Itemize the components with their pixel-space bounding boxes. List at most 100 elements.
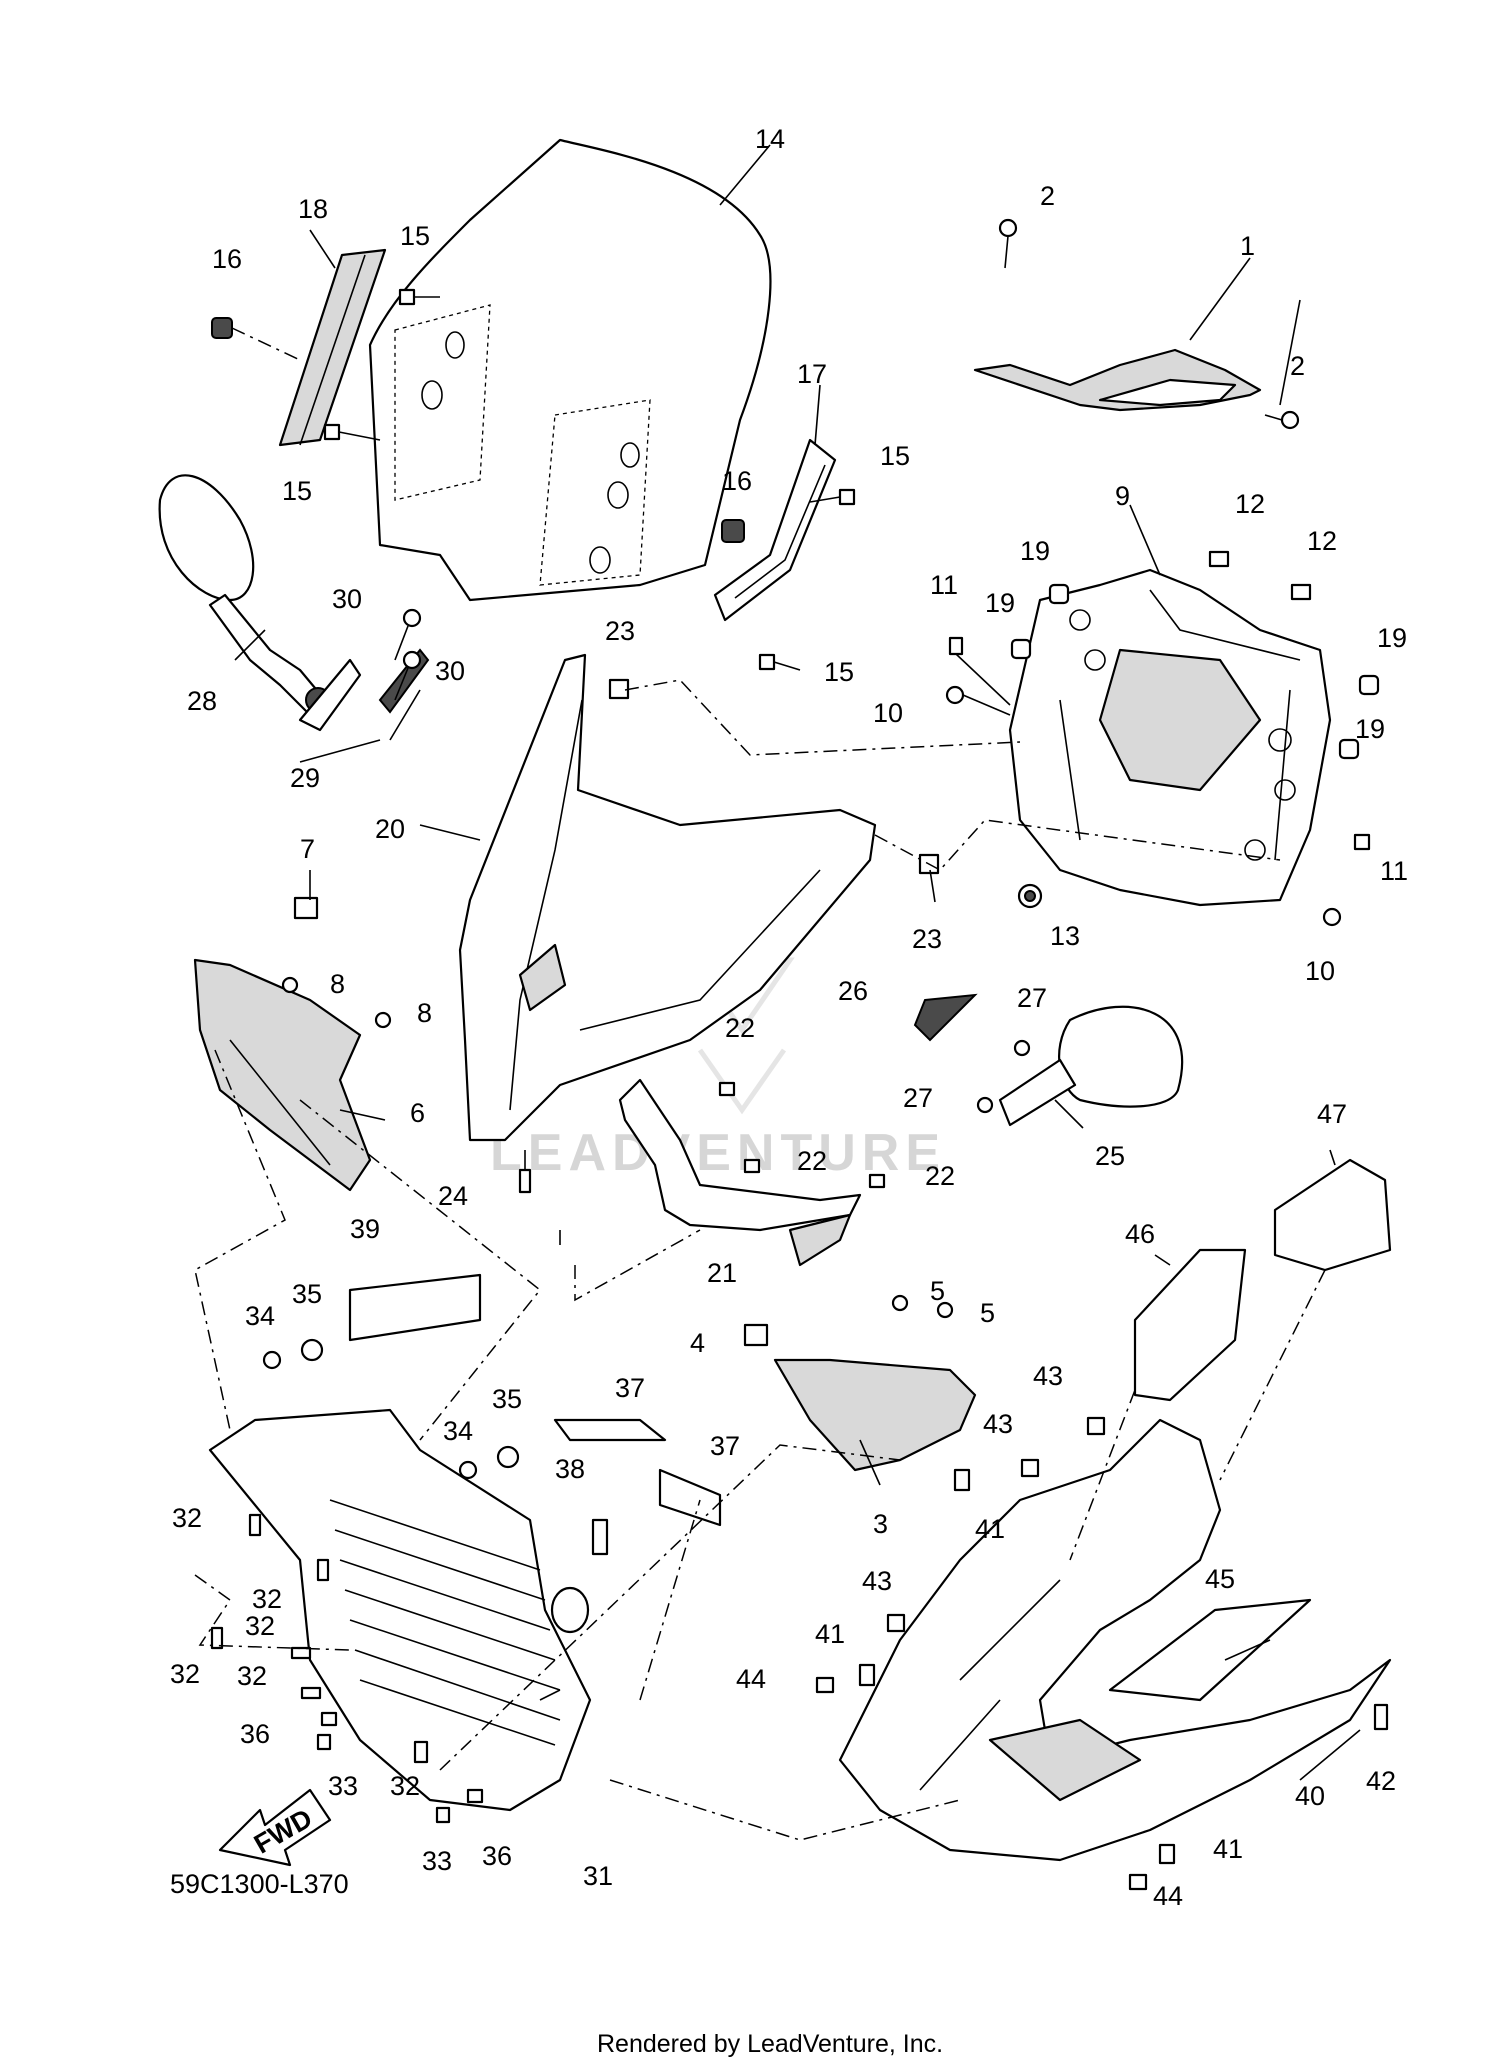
- nut-43-c[interactable]: [886, 1613, 906, 1633]
- side-cover-small[interactable]: [773, 1358, 977, 1472]
- well-nut-left[interactable]: [211, 317, 301, 361]
- rivet-24[interactable]: [518, 1150, 532, 1194]
- callout-44-b: 44: [1153, 1881, 1183, 1911]
- callout-8-b: 8: [417, 998, 432, 1028]
- rivet-41-b[interactable]: [858, 1663, 876, 1687]
- nut-44-b[interactable]: [1128, 1873, 1148, 1891]
- front-cowling[interactable]: [458, 653, 877, 1142]
- rivet-32-f[interactable]: [413, 1740, 429, 1764]
- clip-4[interactable]: [743, 1323, 769, 1347]
- screw-22-a[interactable]: [718, 1081, 736, 1097]
- rivet-36-b[interactable]: [466, 1788, 484, 1804]
- callout-6: 6: [410, 1098, 425, 1128]
- lower-cowl-right[interactable]: [838, 1418, 1392, 1862]
- bolt-30-a[interactable]: [394, 608, 422, 661]
- lower-cowl-left[interactable]: [208, 1408, 592, 1812]
- nut-44-a[interactable]: [815, 1676, 835, 1694]
- rivet-33-a[interactable]: [316, 1733, 332, 1751]
- nut-43-a[interactable]: [1086, 1416, 1106, 1436]
- gasket-26[interactable]: [913, 993, 978, 1042]
- bolt-10-a[interactable]: [945, 685, 1011, 716]
- rivet-36-a[interactable]: [320, 1711, 338, 1727]
- callout-26: 26: [838, 976, 868, 1006]
- bolt-34-b[interactable]: [458, 1460, 478, 1480]
- callout-34-a: 34: [245, 1301, 275, 1331]
- screw-2-a[interactable]: [998, 218, 1018, 269]
- screen-bracket-left[interactable]: [278, 248, 387, 447]
- pad-37-a[interactable]: [553, 1418, 667, 1442]
- screw-8-a[interactable]: [281, 976, 299, 994]
- rivet-32-b[interactable]: [316, 1558, 330, 1582]
- screen-bracket-right[interactable]: [713, 438, 837, 622]
- grommet-19-c[interactable]: [1358, 674, 1380, 696]
- windscreen[interactable]: [368, 138, 772, 602]
- callout-21: 21: [707, 1258, 737, 1288]
- fwd-arrow: FWD: [218, 1788, 332, 1867]
- washer-35-b[interactable]: [496, 1445, 520, 1469]
- callout-32-c: 32: [245, 1611, 275, 1641]
- callout-15-c: 15: [880, 441, 910, 471]
- screw-22-b[interactable]: [743, 1158, 761, 1174]
- pad-38[interactable]: [591, 1518, 609, 1556]
- watermark-logo: LEADVENTURE: [490, 891, 940, 1182]
- pad-39[interactable]: [348, 1273, 482, 1342]
- render-credit: Rendered by LeadVenture, Inc.: [597, 2030, 943, 2058]
- grommet-19-b[interactable]: [1010, 638, 1032, 660]
- bolt-34-a[interactable]: [262, 1350, 282, 1370]
- top-cover[interactable]: [973, 348, 1262, 412]
- callout-1: 1: [1240, 231, 1255, 261]
- callout-11-b: 11: [1380, 856, 1408, 886]
- screw-15-a[interactable]: [398, 288, 440, 306]
- screw-15-b[interactable]: [323, 423, 381, 441]
- callout-19-d: 19: [1355, 714, 1385, 744]
- callout-36-b: 36: [482, 1841, 512, 1871]
- rivet-41-a[interactable]: [953, 1468, 971, 1492]
- grommet-13[interactable]: [1017, 883, 1043, 909]
- nut-12-b[interactable]: [1290, 583, 1312, 601]
- bolt-27-b[interactable]: [976, 1096, 994, 1114]
- mirror-left[interactable]: [158, 474, 362, 732]
- grommet-19-a[interactable]: [1048, 583, 1070, 605]
- nut-12-a[interactable]: [1208, 550, 1230, 568]
- callout-19-b: 19: [985, 588, 1015, 618]
- pad-46[interactable]: [1133, 1248, 1247, 1402]
- rivet-33-b[interactable]: [435, 1806, 451, 1824]
- screw-5-a[interactable]: [891, 1294, 909, 1312]
- callout-7: 7: [300, 834, 315, 864]
- callout-5-a: 5: [930, 1276, 945, 1306]
- bolt-27-a[interactable]: [1013, 1039, 1031, 1057]
- collar-11-b[interactable]: [1353, 833, 1371, 851]
- rivet-32-d[interactable]: [290, 1646, 312, 1660]
- screw-8-b[interactable]: [374, 1011, 392, 1029]
- clip-7[interactable]: [293, 896, 319, 920]
- screw-15-d[interactable]: [758, 653, 801, 671]
- collar-11-a[interactable]: [948, 636, 1011, 706]
- washer-35-a[interactable]: [300, 1338, 324, 1362]
- callout-2-a: 2: [1040, 181, 1055, 211]
- rivet-41-c[interactable]: [1158, 1843, 1176, 1865]
- rivet-42[interactable]: [1373, 1703, 1389, 1731]
- rivet-32-c[interactable]: [210, 1626, 224, 1650]
- callout-29: 29: [290, 763, 320, 793]
- pad-47[interactable]: [1273, 1158, 1392, 1272]
- bolt-30-b[interactable]: [394, 650, 422, 701]
- screw-2-b[interactable]: [1264, 410, 1300, 430]
- bolt-10-b[interactable]: [1322, 907, 1342, 927]
- well-nut-right[interactable]: [721, 519, 745, 543]
- pad-45[interactable]: [1108, 1598, 1312, 1702]
- callout-38: 38: [555, 1454, 585, 1484]
- pad-37-b[interactable]: [658, 1468, 722, 1527]
- screw-5-b[interactable]: [936, 1301, 954, 1319]
- screw-22-c[interactable]: [868, 1173, 886, 1189]
- inner-panel[interactable]: [1008, 568, 1332, 907]
- grommet-19-d[interactable]: [1338, 738, 1360, 760]
- callout-32-a: 32: [172, 1503, 202, 1533]
- rivet-32-e[interactable]: [300, 1686, 322, 1700]
- rivet-32-a[interactable]: [248, 1513, 262, 1537]
- clip-23-a[interactable]: [608, 678, 630, 700]
- mirror-right[interactable]: [998, 1005, 1184, 1127]
- screw-15-c[interactable]: [809, 488, 856, 506]
- nut-43-b[interactable]: [1020, 1458, 1040, 1478]
- meter-bracket[interactable]: [618, 1078, 862, 1267]
- callout-32-f: 32: [390, 1771, 420, 1801]
